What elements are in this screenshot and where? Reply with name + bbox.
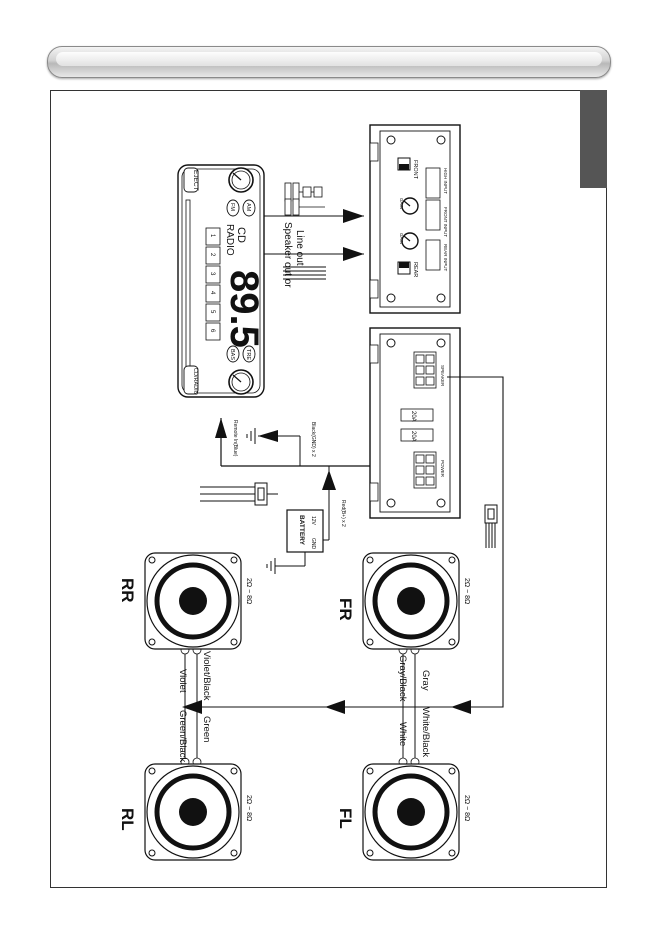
preset-4: 4 xyxy=(209,291,215,295)
front-switch-label: FRONT xyxy=(412,160,418,180)
rca-connector-icon xyxy=(284,182,325,216)
wire-gray-black: Gray/Black xyxy=(397,655,408,702)
power-label: POWER xyxy=(440,460,445,478)
section-tab xyxy=(580,90,607,188)
speaker-fl-label: FL xyxy=(336,808,355,829)
gain-label-rear: GAIN xyxy=(399,233,404,244)
power-harness-icon xyxy=(200,482,278,506)
wire-gray: Gray xyxy=(420,670,431,691)
speaker-harness-icon xyxy=(484,504,498,548)
battery-icon xyxy=(286,509,324,553)
speaker-out-label: Speaker out or xyxy=(282,222,293,288)
speaker-fl-impedance: 2Ω ~ 8Ω xyxy=(463,795,470,821)
am-label: AM xyxy=(245,203,251,212)
head-unit: EJECT AM FM CD RADIO 89.5 1 2 3 4 5 6 xyxy=(177,164,266,398)
wire-green-black: Green/Black xyxy=(177,710,188,763)
function-label: CD/RADIO xyxy=(192,368,198,396)
high-input-terminal xyxy=(425,167,441,199)
ground-wire-label: Black(GND) x 2 xyxy=(310,422,316,457)
preset-buttons: 1 2 3 4 5 6 xyxy=(205,227,221,341)
bas-label: BAS xyxy=(229,349,235,360)
power-terminal-block xyxy=(413,451,437,489)
speaker-terminal-block xyxy=(413,351,437,389)
amplifier-power-panel: SPEAKER 20A 20A POWER xyxy=(369,327,461,519)
amplifier-input-panel: FRONT REAR GAIN GAIN HIGH INPUT FRONT IN… xyxy=(369,124,461,314)
speaker-fr xyxy=(362,552,460,650)
preset-2: 2 xyxy=(209,253,215,257)
speaker-fl xyxy=(362,763,460,861)
rear-switch-label: REAR xyxy=(412,262,418,277)
preset-5: 5 xyxy=(209,310,215,314)
gain-label-front: GAIN xyxy=(399,198,404,209)
rear-speaker-arrow xyxy=(325,700,345,714)
speaker-rr-impedance: 2Ω ~ 8Ω xyxy=(245,578,252,604)
front-input-label: FRONT INPUT xyxy=(443,207,448,237)
header-bar xyxy=(47,46,611,78)
fuse-1-label: 20A xyxy=(410,411,416,422)
speaker-rl-label: RL xyxy=(118,808,137,831)
speaker-label: SPEAKER xyxy=(440,365,445,387)
ground-symbol-icon xyxy=(246,428,256,444)
speaker-rl xyxy=(144,763,242,861)
ground-arrow xyxy=(258,430,278,442)
fuse-2-label: 20A xyxy=(410,431,416,442)
front-speaker-arrow xyxy=(451,700,471,714)
rear-input-terminal xyxy=(425,239,441,271)
high-input-label: HIGH INPUT xyxy=(443,168,448,194)
wire-violet: Violet xyxy=(177,669,188,693)
wire-violet-black: Violet/Black xyxy=(201,651,212,701)
wire-white: White xyxy=(397,722,408,746)
remote-arrow xyxy=(215,418,227,438)
preset-3: 3 xyxy=(209,272,215,276)
battery-plus-label: Red(B+) x 2 xyxy=(340,500,346,527)
preset-1: 1 xyxy=(209,234,215,238)
battery-12v-label: 12V xyxy=(310,516,316,526)
battery-ground-icon xyxy=(266,558,276,574)
battery-label: BATTERY xyxy=(298,515,305,546)
eject-label: EJECT xyxy=(192,170,199,191)
preset-6: 6 xyxy=(209,329,215,333)
fm-label: FM xyxy=(229,203,235,211)
speaker-rr-label: RR xyxy=(118,578,137,603)
wire-green: Green xyxy=(201,716,212,742)
tre-label: TRE xyxy=(245,349,251,360)
frequency-display: 89.5 xyxy=(222,270,266,348)
speaker-rl-impedance: 2Ω ~ 8Ω xyxy=(245,795,252,821)
radio-label: RADIO xyxy=(224,224,235,256)
remote-label: Remote In(Blue) xyxy=(232,420,238,457)
speaker-rr xyxy=(144,552,242,650)
battery-plus-arrow xyxy=(322,470,336,490)
speaker-fr-impedance: 2Ω ~ 8Ω xyxy=(463,578,470,604)
wire-white-black: White/Black xyxy=(420,707,431,757)
line-out-label: Line out xyxy=(294,230,305,266)
cd-label: CD xyxy=(235,227,247,243)
battery-gnd-label: GND xyxy=(310,538,316,550)
header-highlight xyxy=(56,52,602,66)
rear-input-label: REAR INPUT xyxy=(443,244,448,272)
speaker-fr-label: FR xyxy=(336,598,355,621)
speaker-wire-bundle-icon xyxy=(283,266,326,280)
front-input-terminal xyxy=(425,199,441,231)
